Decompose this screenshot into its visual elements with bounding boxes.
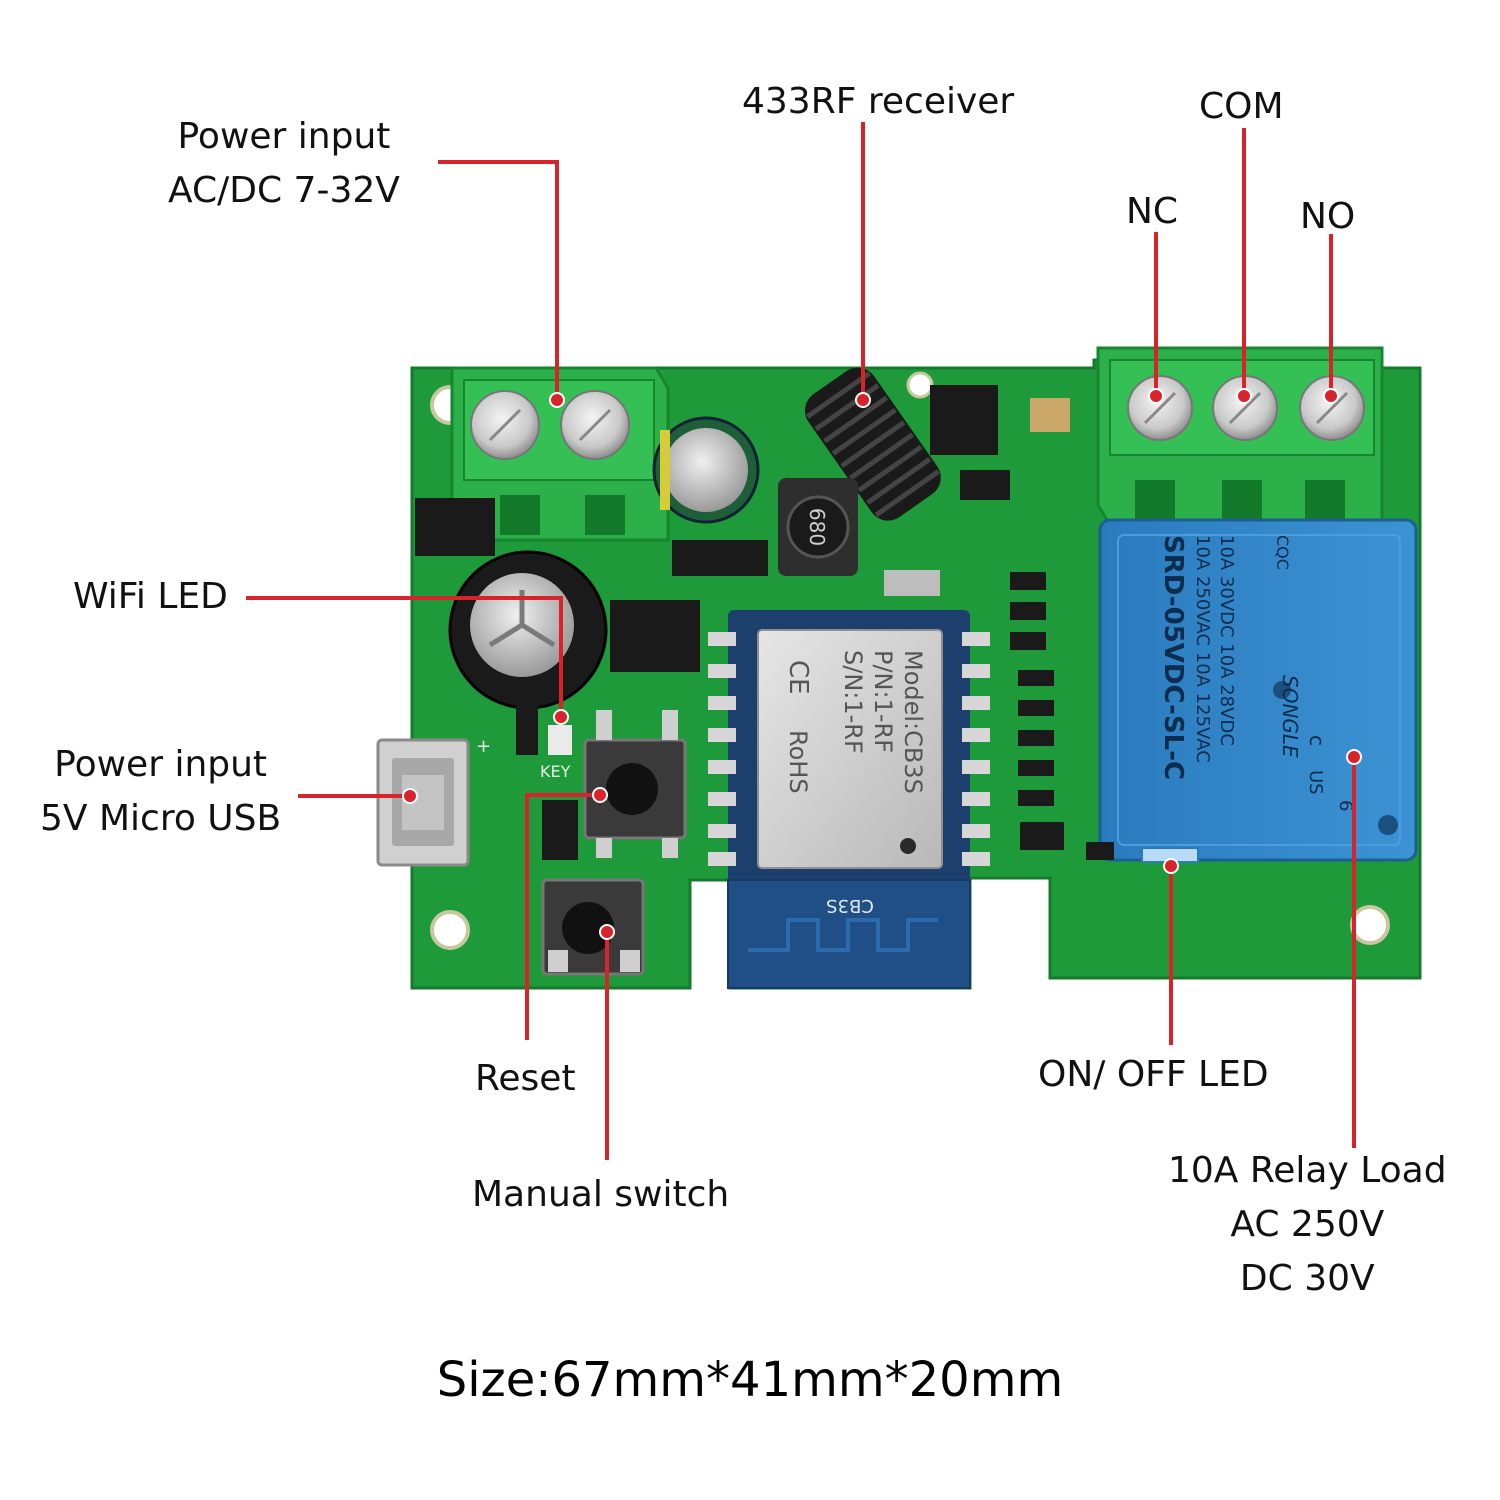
relay: SRD-05VDC-SL-C 10A 250VAC 10A 125VAC 10A… (1098, 518, 1418, 863)
label-manual-switch: Manual switch (472, 1174, 730, 1215)
label-relay-load: 10A Relay Load AC 250V DC 30V (1168, 1144, 1447, 1306)
label-no: NO (1300, 196, 1356, 237)
label-com: COM (1199, 86, 1284, 127)
label-power-input-usb-line1: Power input (54, 744, 268, 785)
key-silkscreen: KEY (540, 762, 571, 781)
size-caption: Size:67mm*41mm*20mm (436, 1352, 1064, 1408)
relay-cert: CQC (1273, 535, 1292, 570)
inductor: 680 (778, 478, 858, 576)
smd-components (415, 385, 1114, 860)
callout-reset (525, 793, 600, 1040)
relay-terminal-block (1096, 346, 1384, 527)
electrolytic-capacitor-top (652, 416, 760, 524)
mounting-hole (430, 910, 470, 950)
label-reset: Reset (475, 1058, 576, 1099)
callout-dots (402, 388, 1362, 940)
relay-ul-us: US (1305, 770, 1326, 795)
module-ce: CE (783, 660, 813, 695)
label-power-input-ac-line2: AC/DC 7-32V (168, 170, 400, 211)
label-relay-load-line1: 10A Relay Load (1168, 1150, 1447, 1191)
antenna-label: CB3S (826, 895, 874, 916)
relay-brand: SONGLE (1278, 675, 1302, 758)
label-power-input-ac-line1: Power input (177, 116, 391, 157)
mounting-hole (1350, 905, 1390, 945)
relay-rating-2: 10A 30VDC 10A 28VDC (1216, 535, 1237, 746)
pcb-silkscreen-marks: KEY + (476, 736, 571, 781)
relay-model: SRD-05VDC-SL-C (1158, 535, 1188, 780)
module-model: Model:CB3S (899, 650, 927, 794)
reset-button (583, 710, 687, 858)
callout-lines (246, 122, 1356, 1160)
label-nc: NC (1126, 191, 1179, 232)
wifi-module: CB3S Model:CB3S P/N:1-RF S/N:1-RF CE RoH… (708, 610, 990, 989)
relay-rating-1: 10A 250VAC 10A 125VAC (1192, 535, 1213, 763)
mounting-hole (906, 371, 934, 399)
label-wifi-led: WiFi LED (73, 576, 228, 617)
module-pn: P/N:1-RF (869, 650, 897, 753)
relay-ul-6: 6 (1335, 800, 1356, 811)
plus-silkscreen: + (476, 736, 491, 757)
inductor-label: 680 (805, 508, 829, 546)
label-power-input-ac: Power input AC/DC 7-32V (168, 110, 400, 218)
micro-usb-port (376, 738, 470, 867)
label-power-input-usb-line2: 5V Micro USB (40, 798, 282, 839)
label-on-off-led: ON/ OFF LED (1038, 1054, 1269, 1095)
label-power-input-usb: Power input 5V Micro USB (40, 738, 281, 846)
power-terminal-block (450, 366, 670, 542)
callout-wifi-led (246, 596, 563, 717)
relay-ul-c: c (1305, 735, 1329, 746)
module-sn: S/N:1-RF (839, 650, 867, 754)
rf-antenna-coil (804, 367, 941, 521)
module-rohs: RoHS (784, 730, 812, 794)
electrolytic-capacitor-left (448, 550, 608, 710)
callout-power-ac (438, 160, 559, 400)
label-rf-receiver: 433RF receiver (742, 81, 1015, 122)
label-relay-load-line3: DC 30V (1239, 1258, 1375, 1299)
manual-switch-button (541, 878, 645, 976)
label-relay-load-line2: AC 250V (1230, 1204, 1385, 1245)
